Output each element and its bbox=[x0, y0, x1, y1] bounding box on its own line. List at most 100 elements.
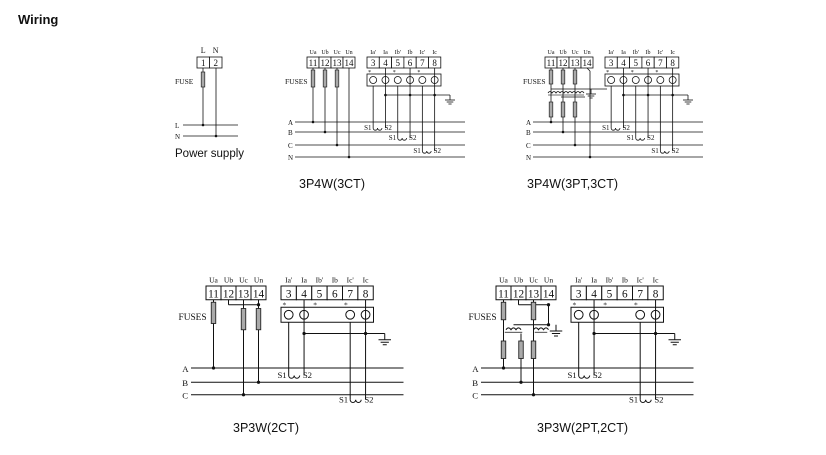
line-label: B bbox=[288, 129, 293, 137]
ct-input-block bbox=[366, 73, 442, 87]
terminal-header: Uc bbox=[572, 50, 579, 56]
terminal-number: 6 bbox=[408, 58, 413, 68]
junction-dot bbox=[549, 120, 553, 124]
terminal-header: Ib bbox=[408, 50, 413, 56]
ct-coil-icon bbox=[578, 375, 591, 379]
ct-input-block bbox=[604, 73, 680, 87]
polarity-mark: * bbox=[417, 70, 420, 76]
junction-dot bbox=[323, 130, 327, 134]
terminal-number: 11 bbox=[208, 288, 219, 300]
line-label: N bbox=[288, 154, 293, 162]
terminal-number: 8 bbox=[432, 58, 437, 68]
terminal-number: 8 bbox=[670, 58, 675, 68]
fuse-icon bbox=[572, 101, 578, 118]
terminal-header: Ib' bbox=[633, 50, 639, 56]
terminal-number: 4 bbox=[591, 288, 597, 300]
polarity-mark: * bbox=[631, 70, 634, 76]
ct-input-circle bbox=[283, 309, 294, 320]
terminal-number: 13 bbox=[333, 58, 343, 68]
ct-s1-label: S1 bbox=[364, 124, 372, 132]
diagram-caption: 3P3W(2CT) bbox=[233, 421, 299, 435]
voltage-terminal bbox=[540, 285, 557, 301]
polarity-mark: * bbox=[393, 70, 396, 76]
wire bbox=[586, 67, 591, 72]
terminal-header: Ub bbox=[514, 275, 523, 284]
ct-coil-icon bbox=[288, 375, 301, 379]
junction-dot bbox=[573, 143, 577, 147]
junction-dot bbox=[531, 393, 536, 397]
line-label: A bbox=[526, 119, 531, 127]
terminal-number: 3 bbox=[576, 288, 582, 300]
line-label: C bbox=[182, 391, 188, 401]
terminal-number: 7 bbox=[637, 288, 643, 300]
terminal-number: 12 bbox=[559, 58, 568, 68]
terminal-number: 14 bbox=[345, 58, 355, 68]
fuse-icon bbox=[548, 69, 554, 85]
terminal-number: 6 bbox=[332, 288, 338, 300]
junction-dot bbox=[546, 323, 551, 327]
junction-dot bbox=[241, 393, 246, 397]
fuse-icon bbox=[530, 301, 537, 321]
ct-coil-icon bbox=[349, 399, 362, 403]
fuse-icon bbox=[500, 340, 507, 359]
transformer-icon bbox=[533, 327, 549, 331]
terminal-header: Ib' bbox=[606, 275, 614, 284]
ct-s2-label: S2 bbox=[434, 147, 442, 155]
terminal-number: 7 bbox=[420, 58, 425, 68]
terminal-header: Ic bbox=[432, 50, 437, 56]
terminal-header: Ua bbox=[548, 50, 555, 56]
line-label: B bbox=[472, 378, 478, 388]
terminal-number: 5 bbox=[396, 58, 401, 68]
ct-s2-label: S2 bbox=[384, 124, 392, 132]
terminal-number: 12 bbox=[223, 288, 234, 300]
terminal-header: Un bbox=[544, 275, 553, 284]
terminal-header: Ib bbox=[646, 50, 651, 56]
terminal-header: Uc bbox=[334, 50, 341, 56]
ct-s1-label: S1 bbox=[627, 134, 635, 142]
polarity-mark: * bbox=[282, 300, 286, 309]
ct-input-circle bbox=[656, 76, 665, 84]
terminal-header: Un bbox=[254, 275, 263, 284]
transformer-icon bbox=[547, 91, 561, 94]
terminal-header: Ub bbox=[559, 50, 566, 56]
diagram-body: 11Ua12Ub13Uc14Un3Ia'4Ia5Ib'6Ib7Ic'8Ic***… bbox=[469, 275, 694, 404]
line-label: L bbox=[175, 122, 179, 130]
polarity-mark: * bbox=[603, 300, 607, 309]
terminal-header: Uc bbox=[239, 275, 248, 284]
terminal-header: Ic bbox=[653, 275, 659, 284]
terminal-header: Uc bbox=[529, 275, 538, 284]
terminal-number: 5 bbox=[607, 288, 613, 300]
ct-input-block bbox=[280, 306, 374, 323]
terminal-number: 13 bbox=[571, 58, 581, 68]
terminal-header: Ia' bbox=[370, 50, 376, 56]
fuse-icon bbox=[560, 69, 566, 85]
line-label: C bbox=[526, 142, 531, 150]
terminal-number: 12 bbox=[321, 58, 330, 68]
terminal-number: 1 bbox=[201, 58, 206, 68]
terminal-number: 13 bbox=[528, 288, 540, 300]
terminal-header: Ub bbox=[224, 275, 233, 284]
diagram-body: 11Ua12Ub13Uc14Un3Ia'4Ia5Ib'6Ib7Ic'8Ic***… bbox=[523, 50, 703, 162]
terminal-number: 14 bbox=[543, 288, 555, 300]
terminal-number: 6 bbox=[622, 288, 628, 300]
polarity-mark: * bbox=[313, 300, 317, 309]
ct-input-circle bbox=[369, 76, 378, 84]
polarity-mark: * bbox=[368, 70, 371, 76]
junction-dot bbox=[561, 130, 565, 134]
terminal-number: 4 bbox=[383, 58, 388, 68]
terminal-label: N bbox=[213, 46, 219, 55]
terminal-header: Ic bbox=[363, 275, 369, 284]
ct-coil-icon bbox=[635, 137, 645, 141]
transformer-icon bbox=[505, 327, 522, 331]
terminal-header: Ia' bbox=[608, 50, 614, 56]
terminal-header: Ic' bbox=[657, 50, 663, 56]
ct-s1-label: S1 bbox=[339, 394, 348, 404]
terminal-header: Ic' bbox=[347, 275, 355, 284]
line-label: B bbox=[182, 378, 188, 388]
fuse-icon bbox=[255, 308, 262, 331]
polarity-mark: * bbox=[634, 300, 638, 309]
fuse-icon bbox=[210, 301, 217, 324]
diagram-3pt3ct: 11Ua12Ub13Uc14Un3Ia'4Ia5Ib'6Ib7Ic'8Ic***… bbox=[523, 50, 703, 191]
ct-coil-icon bbox=[421, 150, 432, 154]
